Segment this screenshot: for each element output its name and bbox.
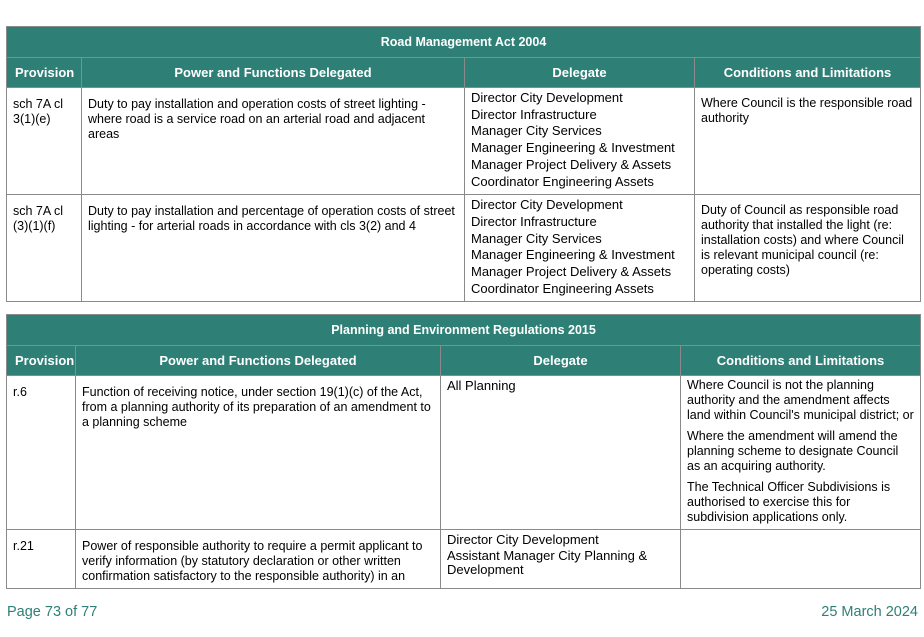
delegate-item: Manager Engineering & Investment [471, 247, 675, 263]
condition-paragraph: Where the amendment will amend the plann… [687, 429, 899, 473]
col-header-conditions: Conditions and Limitations [694, 57, 921, 88]
delegate-item: Coordinator Engineering Assets [471, 280, 654, 296]
delegate-item: Manager Project Delivery & Assets [471, 156, 672, 172]
table-row: r.6 Function of receiving notice, under … [6, 375, 922, 530]
table-row: sch 7A cl 3(1)(e) Duty to pay installati… [6, 86, 921, 196]
power-cell: Power of responsible authority to requir… [75, 529, 441, 589]
road-management-table: Road Management Act 2004 Provision Power… [6, 26, 921, 303]
delegate-item: Manager Project Delivery & Assets [471, 264, 672, 280]
table-title: Road Management Act 2004 [6, 26, 921, 58]
conditions-cell: Where Council is the responsible road au… [694, 86, 921, 196]
delegate-item: Manager Engineering & Investment [471, 140, 675, 156]
table-row: sch 7A cl (3)(1)(f) Duty to pay installa… [6, 194, 921, 303]
condition-paragraph: The Technical Officer Subdivisions is au… [687, 480, 891, 524]
delegate-item: Director Infrastructure [471, 106, 597, 122]
delegate-cell: Director City Development Director Infra… [464, 194, 695, 303]
provision-cell: sch 7A cl (3)(1)(f) [6, 194, 82, 303]
page-number: Page 73 of 77 [7, 604, 98, 620]
col-header-conditions: Conditions and Limitations [679, 345, 922, 376]
col-header-power: Power and Functions Delegated [81, 57, 465, 88]
col-header-power: Power and Functions Delegated [75, 345, 441, 376]
conditions-cell: Where Council is not the planning author… [679, 375, 922, 530]
delegate-item: Director City Development [447, 532, 599, 547]
delegate-cell: All Planning [440, 375, 681, 530]
power-cell: Function of receiving notice, under sect… [75, 375, 441, 530]
col-header-provision: Provision [6, 57, 82, 88]
power-cell: Duty to pay installation and operation c… [81, 86, 465, 196]
table-row: r.21 Power of responsible authority to r… [6, 529, 922, 589]
conditions-cell: Duty of Council as responsible road auth… [694, 194, 921, 303]
delegate-cell: Director City Development Director Infra… [464, 86, 695, 196]
col-header-delegate: Delegate [440, 345, 681, 376]
delegate-item: Director Infrastructure [471, 213, 597, 229]
delegate-item: Director City Development [471, 197, 623, 213]
provision-cell: sch 7A cl 3(1)(e) [6, 86, 82, 196]
provision-cell: r.6 [6, 375, 76, 530]
conditions-cell [679, 529, 922, 589]
delegate-item: Manager City Services [471, 230, 602, 246]
delegate-item: Manager City Services [471, 123, 602, 139]
col-header-provision: Provision [6, 345, 76, 376]
delegate-item: Director City Development [471, 90, 623, 105]
table-title: Planning and Environment Regulations 201… [5, 314, 922, 346]
planning-regulations-table: Planning and Environment Regulations 201… [5, 314, 922, 589]
delegate-item: Assistant Manager City Planning & Develo… [447, 547, 648, 577]
provision-cell: r.21 [6, 529, 76, 589]
delegate-item: All Planning [447, 378, 516, 393]
condition-paragraph: Where Council is not the planning author… [687, 378, 914, 422]
delegate-item: Coordinator Engineering Assets [471, 173, 654, 189]
col-header-delegate: Delegate [464, 57, 695, 88]
document-date: 25 March 2024 [821, 604, 918, 620]
power-cell: Duty to pay installation and percentage … [81, 194, 465, 303]
delegate-cell: Director City Development Assistant Mana… [440, 529, 681, 589]
